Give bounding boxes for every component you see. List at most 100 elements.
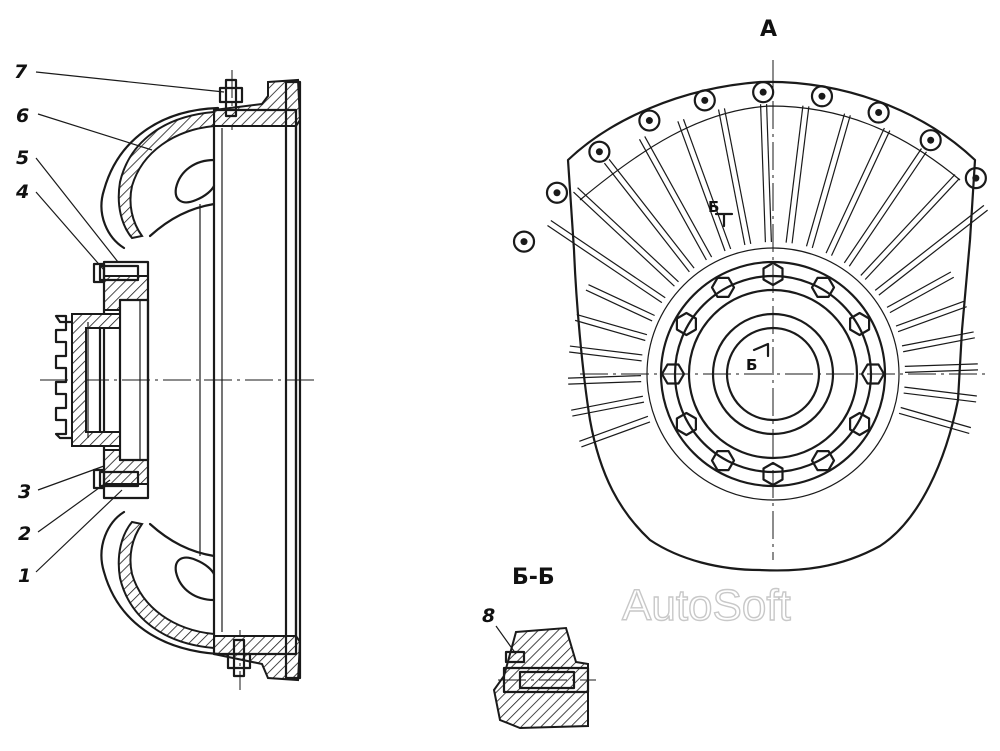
blade-line — [576, 314, 648, 336]
blade-line — [900, 406, 972, 429]
blade-line — [723, 108, 752, 244]
rim-bolt-center — [701, 96, 709, 104]
blade-line — [886, 271, 952, 308]
blade-line — [569, 345, 643, 356]
rim-bolt-center — [553, 189, 561, 197]
callout-3: 3 — [18, 481, 31, 503]
section-bb-label: Б-Б — [512, 565, 555, 590]
rim-bolt — [588, 140, 611, 163]
callout-1: 1 — [18, 565, 31, 587]
rim-bolts — [512, 81, 987, 253]
blade-line — [573, 191, 675, 287]
hub-bottom — [103, 449, 149, 485]
rim-bolt-center — [927, 136, 935, 144]
blade-line — [903, 337, 975, 353]
blade-line — [830, 130, 891, 256]
flange-bolt-top — [218, 86, 244, 104]
blade-line — [897, 306, 967, 333]
blade-line — [904, 363, 978, 367]
blade-line — [588, 284, 655, 317]
rim-bolt-center — [645, 117, 653, 125]
blade-line — [567, 375, 641, 379]
blade-line — [677, 121, 726, 252]
hub-nuts — [660, 261, 886, 487]
blade-line — [717, 109, 746, 246]
bolt-top — [98, 264, 140, 282]
blade-line — [878, 209, 988, 296]
blade-line — [572, 401, 645, 417]
section-mark-center: Б — [746, 356, 757, 374]
rim-bolt-center — [759, 88, 767, 96]
blade-line — [585, 289, 653, 322]
blade-line — [644, 136, 713, 258]
blade-line — [864, 178, 960, 280]
blade-line — [901, 331, 974, 347]
rim-bolt — [638, 109, 661, 132]
callout-2: 2 — [18, 523, 31, 545]
blade-line — [608, 159, 695, 269]
rim-bolt-center — [520, 238, 528, 246]
blade-line — [568, 381, 642, 385]
hub-hex-nut — [848, 411, 871, 437]
blade-line — [550, 220, 666, 299]
side-section-view — [35, 70, 318, 690]
view-a-front — [512, 60, 990, 572]
blade-line — [765, 104, 772, 242]
blade-line — [603, 162, 690, 273]
bolt-bottom — [98, 470, 140, 488]
blade-line — [571, 395, 643, 411]
hub-hex-nut — [675, 411, 698, 437]
blade-line — [569, 351, 642, 362]
section-mark-upper: Б — [708, 198, 719, 216]
section-bb-detail — [492, 625, 596, 730]
blade-line — [579, 415, 649, 442]
hub-hex-nut — [660, 363, 686, 385]
blade-line — [898, 412, 970, 434]
shell-bottom — [117, 520, 215, 650]
blade-line — [759, 104, 766, 243]
blade-line — [682, 119, 732, 250]
rim-bolt-center — [972, 174, 980, 182]
hub-hex-nut — [762, 461, 784, 487]
blade-line — [577, 187, 679, 283]
blade-line — [638, 139, 707, 261]
blade-line — [811, 115, 851, 249]
rim-bolt — [545, 181, 569, 204]
hub-hex-nut — [810, 276, 836, 298]
view-a-label: А — [760, 17, 777, 42]
rim-bolt-center — [875, 109, 883, 117]
blade-line — [860, 174, 956, 276]
hub-hex-nut — [675, 311, 698, 337]
rim-bolt — [810, 85, 834, 108]
callout-8: 8 — [482, 605, 495, 627]
rim-bolt — [919, 129, 942, 152]
callout-4: 4 — [15, 181, 29, 203]
shell-top — [117, 110, 215, 240]
callout-6: 6 — [16, 105, 29, 127]
blade-line — [805, 113, 846, 247]
hub-hex-nut — [710, 276, 736, 298]
hub-hex-nut — [860, 363, 886, 385]
blade-line — [905, 369, 979, 373]
hub-hex-nut — [810, 450, 836, 472]
flange-bolt-bottom — [226, 652, 252, 670]
hub-hex-nut — [710, 450, 736, 472]
rim-bolt — [867, 101, 890, 124]
blade-line — [889, 276, 955, 314]
blade-line — [848, 151, 927, 267]
blade-line — [825, 127, 885, 254]
turbine-blades — [547, 104, 988, 448]
blade-line — [874, 204, 985, 291]
callout-5: 5 — [16, 147, 29, 169]
blade-line — [843, 148, 922, 264]
hub-hex-nut — [848, 311, 871, 337]
blade-line — [581, 421, 651, 448]
hub-hex-nut — [762, 261, 784, 287]
blade-line — [903, 392, 977, 403]
blade-line — [547, 225, 663, 304]
rim-bolt-center — [595, 148, 603, 156]
callout-7: 7 — [14, 61, 28, 83]
blade-line — [791, 106, 810, 244]
blade-line — [904, 386, 977, 397]
rim-bolt — [693, 89, 716, 112]
